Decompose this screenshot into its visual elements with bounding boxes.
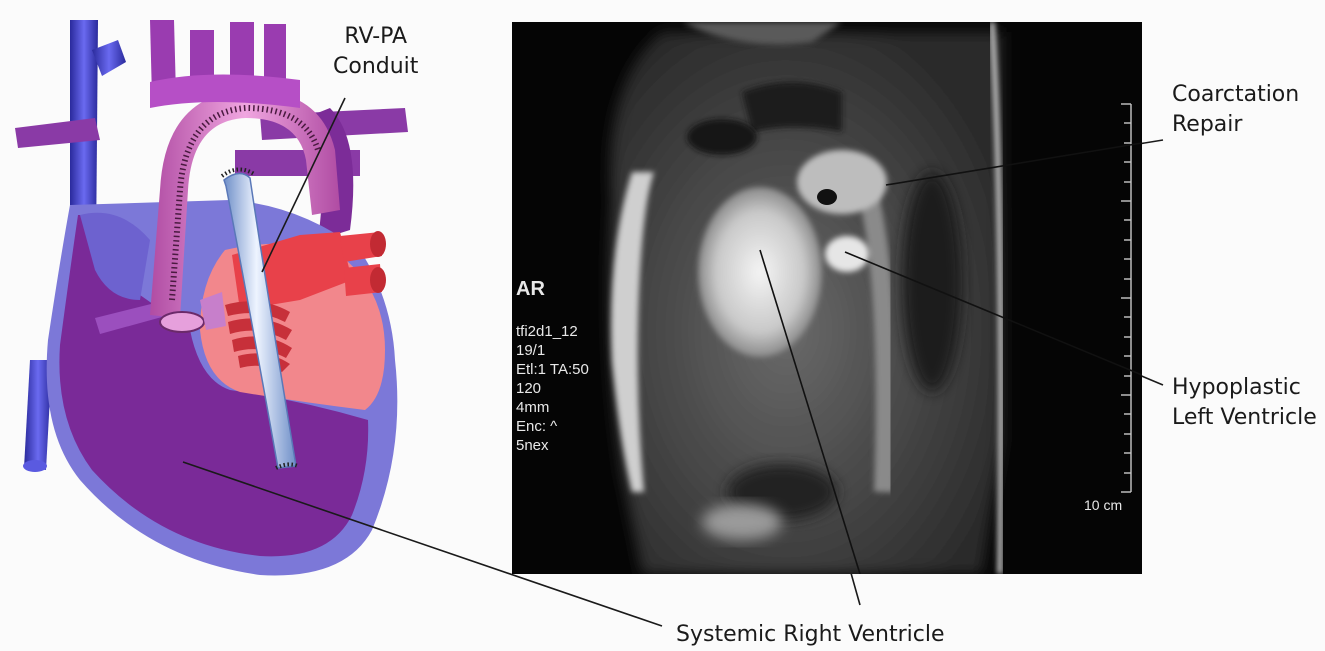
mri-param-line: tfi2d1_12 bbox=[516, 322, 589, 341]
label-systemic-right-ventricle: Systemic Right Ventricle bbox=[676, 620, 945, 650]
mri-param-line: Enc: ^ bbox=[516, 417, 589, 436]
heart-illustration bbox=[15, 20, 408, 575]
mri-param-line: 5nex bbox=[516, 436, 589, 455]
mri-sequence-params: tfi2d1_12 19/1 Etl:1 TA:50 120 4mm Enc: … bbox=[516, 322, 589, 455]
mri-scale-label: 10 cm bbox=[1084, 496, 1122, 515]
label-line: Left Ventricle bbox=[1172, 403, 1317, 433]
mri-orientation-label: AR bbox=[516, 280, 545, 299]
label-line: Hypoplastic bbox=[1172, 373, 1317, 403]
label-line: Repair bbox=[1172, 110, 1299, 140]
mri-param-line: 120 bbox=[516, 379, 589, 398]
label-line: Coarctation bbox=[1172, 80, 1299, 110]
label-line: RV-PA bbox=[333, 22, 418, 52]
label-line: Conduit bbox=[333, 52, 418, 82]
mri-param-line: Etl:1 TA:50 bbox=[516, 360, 589, 379]
label-line: Systemic Right Ventricle bbox=[676, 620, 945, 650]
label-rv-pa-conduit: RV-PA Conduit bbox=[333, 22, 418, 82]
mri-param-line: 4mm bbox=[516, 398, 589, 417]
mri-param-line: 19/1 bbox=[516, 341, 589, 360]
label-coarctation-repair: Coarctation Repair bbox=[1172, 80, 1299, 140]
mri-image: AR tfi2d1_12 19/1 Etl:1 TA:50 120 4mm En… bbox=[512, 22, 1142, 574]
label-hypoplastic-left-ventricle: Hypoplastic Left Ventricle bbox=[1172, 373, 1317, 433]
